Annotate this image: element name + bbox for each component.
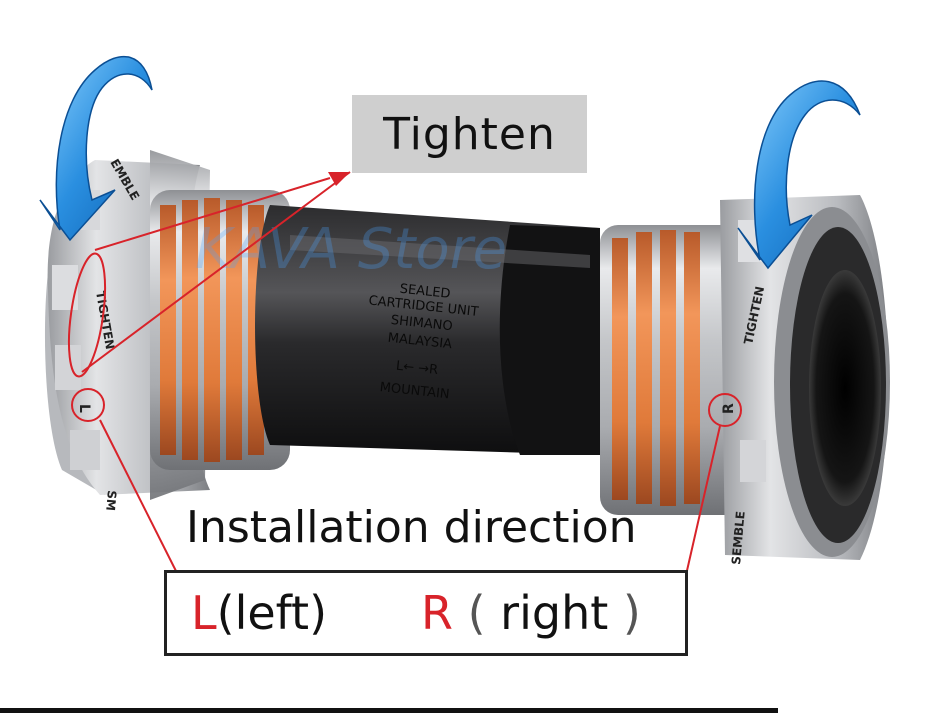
left-tighten-callout [67,252,107,378]
right-close-paren: ) [622,586,641,640]
svg-text:L: L [76,404,92,413]
left-right-legend: L(left) R ( right ) [164,570,688,656]
bottom-divider [0,708,778,713]
svg-text:MALAYSIA: MALAYSIA [387,331,453,353]
right-open-paren: ( [467,586,486,640]
annotations [67,171,742,576]
right-word: right [500,586,609,640]
installation-direction-label: Installation direction [186,502,637,553]
left-legend: L(left) [191,586,327,640]
cartridge-sleeve [255,205,600,455]
tighten-label: Tighten [352,95,587,173]
curved-arrow-right-icon [737,80,861,270]
right-side-callout [708,393,742,427]
tighten-pointer-arrowhead [328,172,350,186]
svg-text:SEMBLE: SEMBLE [729,510,748,565]
right-legend: R ( right ) [421,586,641,640]
right-cup [720,195,890,560]
svg-text:MOUNTAIN: MOUNTAIN [379,380,450,402]
left-word: (left) [216,586,328,640]
left-letter: L [191,586,217,640]
svg-text:SHIMANO: SHIMANO [390,313,453,334]
right-letter: R [421,586,453,640]
watermark: KAVA Store [195,217,507,282]
sleeve-text: SEALED CARTRIDGE UNIT SHIMANO MALAYSIA L… [368,282,479,403]
curved-arrow-left-icon [39,55,153,242]
tighten-label-text: Tighten [383,108,556,160]
svg-text:SM: SM [103,490,119,512]
svg-text:R: R [721,403,737,414]
svg-text:L← →R: L← →R [395,359,439,378]
svg-text:SEALED: SEALED [399,282,451,302]
left-side-callout [71,388,105,422]
right-threads [600,225,745,515]
